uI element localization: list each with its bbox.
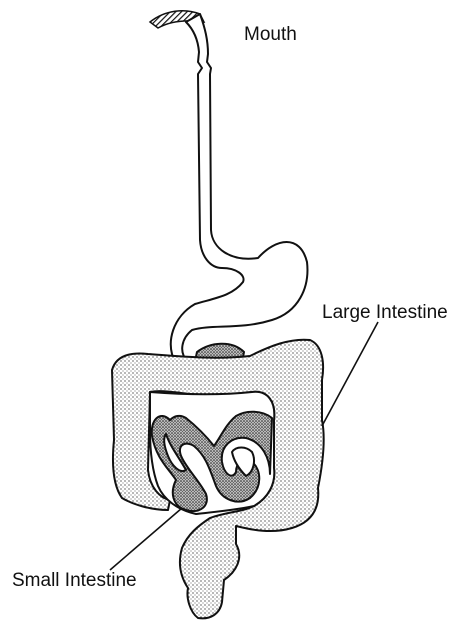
small-intestine-leader-line (110, 508, 182, 570)
large-intestine-leader-line (322, 322, 378, 426)
small-intestine-label: Small Intestine (12, 570, 137, 591)
esophagus-stomach (171, 14, 308, 377)
large-intestine-label: Large Intestine (322, 302, 448, 323)
mouth-label: Mouth (244, 24, 297, 45)
